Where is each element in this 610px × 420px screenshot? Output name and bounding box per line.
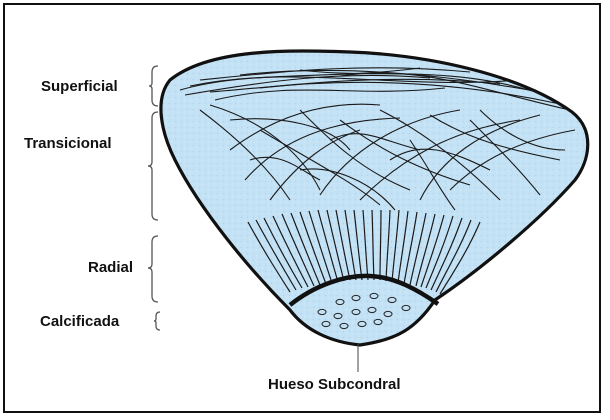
bracket-superficial: [149, 66, 158, 106]
label-radial: Radial: [88, 259, 133, 277]
label-hueso-subcondral: Hueso Subcondral: [268, 376, 401, 393]
bracket-calcificada: [154, 312, 160, 330]
bracket-radial: [148, 236, 158, 302]
label-transicional: Transicional: [24, 135, 112, 153]
label-superficial: Superficial: [41, 78, 118, 96]
zone-brackets: [148, 66, 160, 330]
cartilage-tissue: [161, 51, 588, 345]
bracket-transicional: [148, 112, 158, 220]
label-calcificada: Calcificada: [40, 313, 119, 331]
